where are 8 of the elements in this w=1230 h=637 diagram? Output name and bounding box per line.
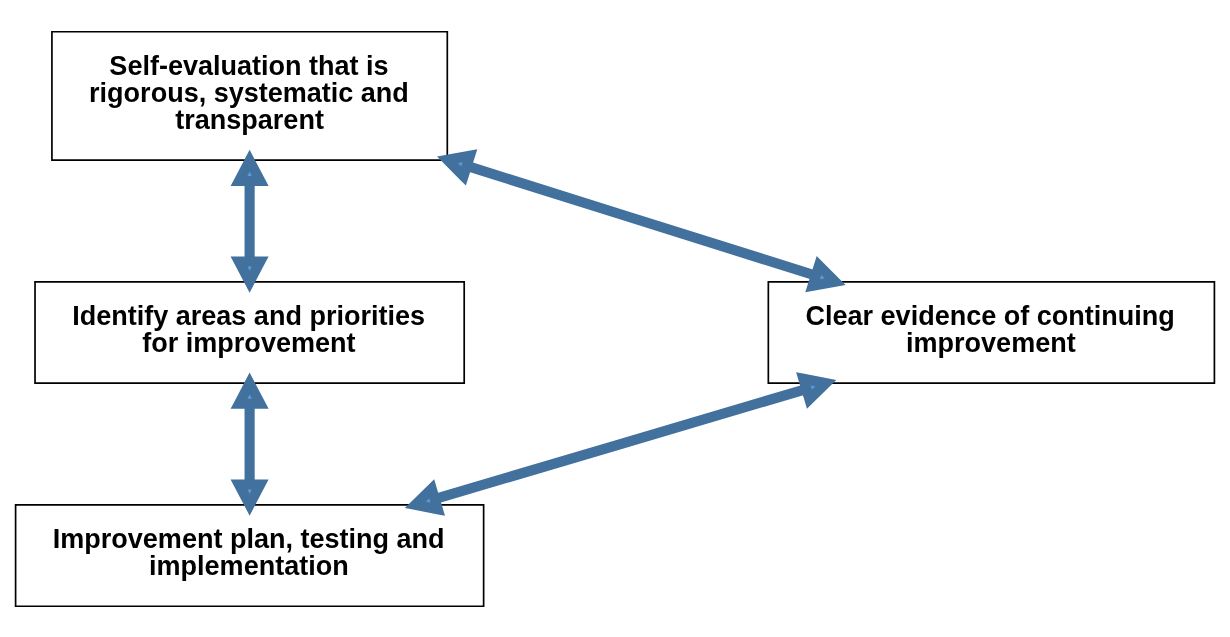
node-box: Improvement plan, testing and implementation: [14, 503, 485, 607]
arrow: [230, 372, 269, 516]
arrow: [437, 148, 846, 292]
arrow: [404, 371, 837, 516]
node-box: Clear evidence of continuing improvement: [767, 280, 1216, 384]
arrow: [230, 149, 269, 293]
node-box: Self-evaluation that is rigorous, systematic and transparent: [51, 30, 449, 161]
node-box: Identify areas and priorities for improvement: [34, 280, 466, 384]
